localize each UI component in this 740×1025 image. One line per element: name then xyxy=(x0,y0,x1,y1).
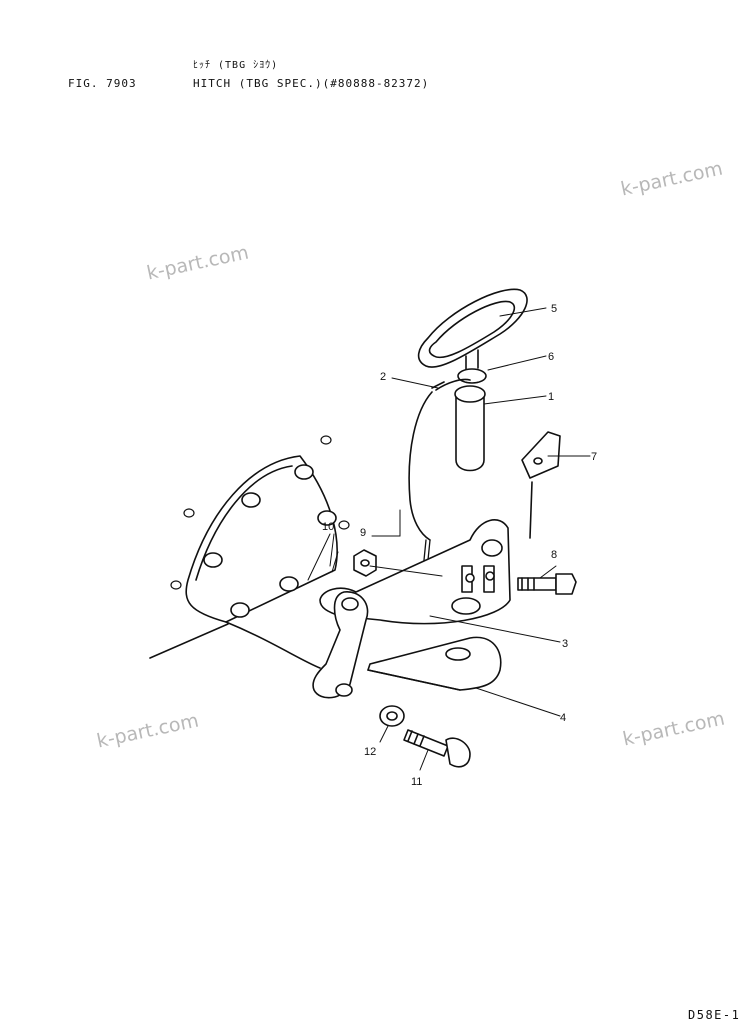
plate-bolt-heads xyxy=(203,464,337,618)
bolt-11 xyxy=(403,729,471,768)
mounting-plate xyxy=(149,455,338,669)
clip xyxy=(521,431,561,479)
callout-9: 9 xyxy=(360,527,366,539)
nut xyxy=(353,549,377,577)
callout-7: 7 xyxy=(591,451,597,463)
leader-clip xyxy=(529,481,533,539)
leader-lines xyxy=(307,307,591,771)
callout-11: 11 xyxy=(411,776,422,788)
title-english: HITCH (TBG SPEC.)(#80888-82372) xyxy=(193,77,430,90)
callout-6: 6 xyxy=(548,351,554,363)
callout-8: 8 xyxy=(551,549,557,561)
callout-5: 5 xyxy=(551,303,557,315)
callout-2: 2 xyxy=(380,371,386,383)
callout-10: 10 xyxy=(322,521,334,533)
figure-number: FIG. 7903 xyxy=(68,77,137,90)
lock-washers xyxy=(170,435,350,590)
callout-1: 1 xyxy=(548,391,554,403)
callouts: 1 2 3 4 5 6 7 8 9 10 11 12 xyxy=(322,303,597,788)
handle xyxy=(417,288,528,373)
callout-3: 3 xyxy=(562,638,568,650)
drawbar xyxy=(312,591,502,699)
bolt-8 xyxy=(517,573,577,595)
pin xyxy=(454,368,487,472)
callout-12: 12 xyxy=(364,746,376,758)
washer xyxy=(379,705,405,727)
callout-4: 4 xyxy=(560,712,566,724)
title-japanese: ﾋｯﾁ (TBG ｼﾖｳ) xyxy=(193,60,279,71)
page-code: D58E-1 xyxy=(688,1008,740,1022)
